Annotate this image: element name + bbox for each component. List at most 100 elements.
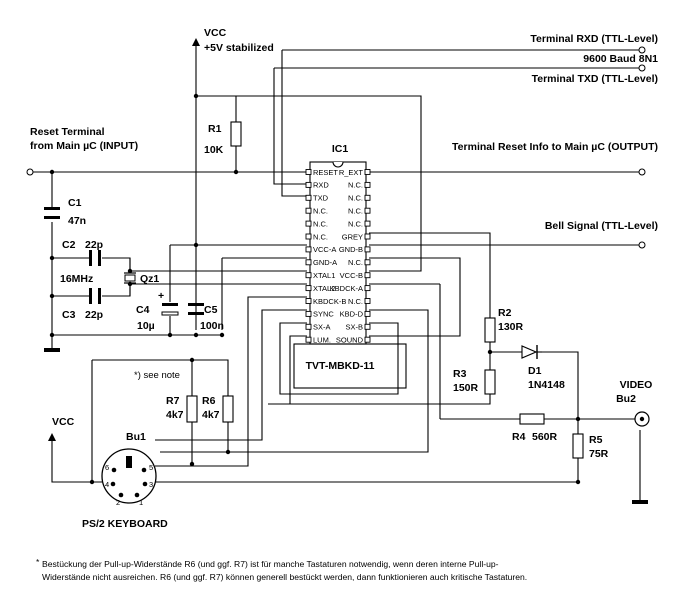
ic-right-pin-label-3: N.C. (348, 194, 363, 203)
ic-left-pin-11 (305, 298, 312, 304)
vcc-sub-label: +5V stabilized (204, 42, 274, 54)
reset-in-label-2: from Main µC (INPUT) (30, 140, 138, 152)
r3-resistor (484, 369, 496, 395)
pullup-wires (91, 359, 229, 482)
ic-left-pin-label-9: XTAL1 (313, 271, 335, 280)
ic-left-pin-2 (305, 181, 312, 188)
c3-value: 22p (85, 309, 103, 321)
ground-right (632, 500, 648, 504)
ic-left-pin-label-1: RESET (313, 168, 338, 177)
vcc-arrow-top (192, 38, 200, 46)
ic-left-pin-4 (305, 207, 312, 214)
ic-right-pin-6 (364, 233, 371, 240)
ic-right-pin-9 (364, 272, 371, 279)
ic-right-pin-14 (364, 336, 371, 343)
ic-left-pin-label-6: N.C. (313, 232, 328, 241)
ic-left-pin-14 (305, 336, 312, 343)
footnote-line-1: Bestückung der Pull-up-Widerstände R6 (u… (42, 559, 499, 569)
ic-left-pin-label-12: SYNC (313, 310, 334, 319)
r7-resistor (186, 395, 198, 423)
c3-capacitor (89, 288, 101, 304)
vcc-keyboard (51, 440, 95, 483)
footnote-line-2: Widerstände nicht ausreichen. R6 (und gg… (42, 572, 527, 582)
ic-left-pin-label-14: LUM. (313, 336, 331, 345)
ic-right-pin-12 (364, 310, 371, 317)
ic-left-pin-label-3: TXD (313, 194, 329, 203)
bu1-pin-numbers: 6 5 4 3 2 1 (105, 463, 153, 507)
ic-left-pin-13 (305, 323, 312, 330)
c3-ref: C3 (62, 309, 76, 321)
ic-right-pin-label-13: SX-B (345, 323, 363, 332)
r1-value: 10K (204, 144, 224, 156)
ic-right-pin-1 (364, 169, 371, 175)
ic1: RESETRXDTXDN.C.N.C.N.C.VCC-AGND-AXTAL1XT… (293, 161, 407, 389)
lum-wire (289, 335, 307, 404)
d1-value: 1N4148 (528, 379, 565, 391)
kbd-d-wire (160, 309, 429, 453)
ic-right-pin-label-7: GND-B (339, 245, 363, 254)
r1-ref: R1 (208, 123, 222, 135)
terminal-rxd-label: Terminal RXD (TTL-Level) (530, 33, 658, 45)
bu1-ref: Bu1 (126, 431, 146, 443)
d1-diode (521, 345, 542, 359)
ic-left-pin-7 (305, 246, 312, 253)
ic-left-pin-label-5: N.C. (313, 219, 328, 228)
ic-left-pin-12 (305, 310, 312, 317)
ic-right-pin-13 (364, 323, 371, 330)
ic-left-pin-6 (305, 233, 312, 240)
r7-value: 4k7 (166, 409, 184, 421)
ic-left-pin-9 (305, 272, 312, 279)
ic-left-pin-label-10: XTAL2 (313, 284, 335, 293)
vcc-left-label: VCC (52, 416, 75, 428)
sync-wire (155, 309, 307, 441)
d1-ref: D1 (528, 365, 542, 377)
c1-capacitor (44, 207, 60, 219)
c4-ref: C4 (136, 304, 150, 316)
r5-ref: R5 (589, 434, 603, 446)
power-symbols (44, 38, 648, 504)
c5-ref: C5 (204, 304, 218, 316)
ic-right-pin-5 (364, 220, 371, 227)
r6-ref: R6 (202, 395, 216, 407)
sound-loop (369, 257, 461, 337)
terminal-endpoints (26, 46, 646, 249)
c1-ref: C1 (68, 197, 82, 209)
video-label: VIDEO (620, 379, 653, 391)
ic-right-pin-label-6: GREY (342, 232, 363, 241)
r4-resistor (519, 413, 545, 425)
txd-drop (281, 50, 307, 197)
ic1-name: TVT-MBKD-11 (306, 360, 375, 372)
ic-right-pin-8 (364, 259, 371, 266)
ic-pins: RESETRXDTXDN.C.N.C.N.C.VCC-AGND-AXTAL1XT… (305, 168, 371, 345)
ic-right-pin-11 (364, 298, 371, 304)
ic-right-pin-label-4: N.C. (348, 207, 363, 216)
ic-right-pin-label-5: N.C. (348, 219, 363, 228)
ic-left-pin-8 (305, 259, 312, 266)
ic-left-pin-1 (305, 169, 312, 175)
bu1-pin-3: 3 (149, 480, 153, 489)
wires (33, 44, 642, 500)
ic-right-pin-7 (364, 246, 371, 253)
r4-value: 560R (532, 431, 558, 443)
bu1-pin-1: 1 (139, 498, 143, 507)
sx-loop (279, 322, 399, 395)
bu1-pin-6: 6 (105, 463, 109, 472)
ic-right-pin-label-12: KBD-D (340, 310, 364, 319)
baud-label: 9600 Baud 8N1 (583, 53, 658, 65)
grey-wire (369, 232, 491, 318)
r2-value: 130R (498, 321, 524, 333)
c2-capacitor (89, 250, 101, 266)
see-note: *) see note (134, 370, 180, 381)
ic-left-pin-label-7: VCC-A (313, 245, 336, 254)
ic-left-pin-10 (305, 285, 312, 292)
qz1-crystal (124, 272, 136, 284)
bu1-pin-2: 2 (116, 498, 120, 507)
kbdck-b-wire (155, 296, 307, 467)
r5-resistor (572, 433, 584, 459)
ic-left-pin-label-4: N.C. (313, 207, 328, 216)
ic-right-pin-10 (364, 285, 371, 292)
ic-right-pin-label-2: N.C. (348, 181, 363, 190)
vcc-b-wire (196, 95, 422, 272)
r3-value: 150R (453, 382, 479, 394)
